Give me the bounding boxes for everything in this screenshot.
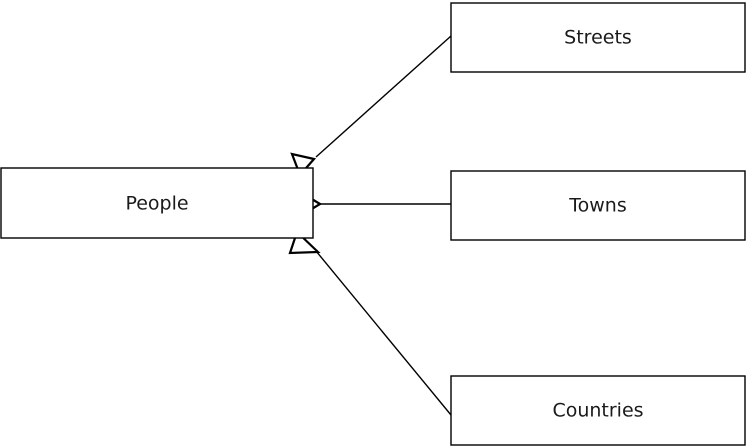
relation-people-towns[interactable] [295, 188, 451, 220]
relation-arrowhead-people-streets [290, 152, 317, 178]
entity-label-countries: Countries [552, 400, 643, 422]
entity-node-countries[interactable]: Countries [450, 375, 746, 446]
relation-people-countries[interactable] [288, 230, 452, 416]
entity-node-streets[interactable]: Streets [450, 2, 746, 73]
relations-layer [288, 35, 452, 416]
entity-box-towns [450, 170, 746, 241]
entity-box-streets [450, 2, 746, 73]
entity-label-towns: Towns [568, 195, 626, 217]
relation-line-people-countries [315, 250, 452, 416]
relation-line-people-streets [315, 35, 452, 158]
entity-node-people[interactable]: People [0, 167, 314, 239]
relation-people-streets[interactable] [290, 35, 452, 178]
entity-box-people [0, 167, 314, 239]
entity-box-countries [450, 375, 746, 446]
entity-node-towns[interactable]: Towns [450, 170, 746, 241]
entity-label-people: People [125, 193, 188, 215]
entity-label-streets: Streets [564, 27, 632, 49]
